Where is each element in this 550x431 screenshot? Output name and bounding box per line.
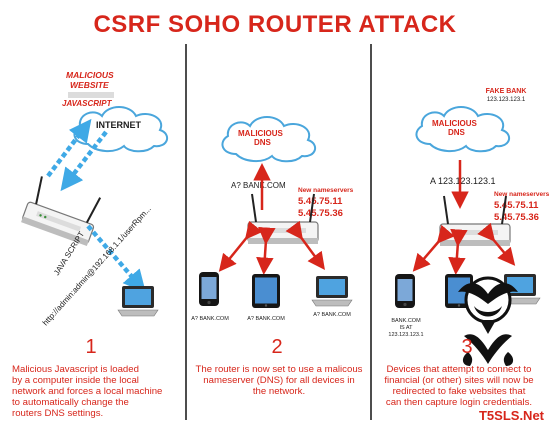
- fake-bank-label: FAKE BANK: [486, 88, 527, 95]
- fake-bank-ip: 123.123.123.1: [487, 97, 526, 103]
- dns-query-label: A? BANK.COM: [231, 181, 286, 190]
- nameserver-3-1: 5.45.75.11: [494, 200, 539, 211]
- nameserver-2-2: 5.45.75.36: [298, 208, 343, 219]
- blue-arrow-up-1: [46, 118, 92, 178]
- dns-answer-label: A 123.123.123.1: [430, 176, 496, 186]
- caption-line: financial (or other) sites will now be: [384, 375, 534, 386]
- caption-line: network and forces a local machine: [12, 386, 163, 397]
- website-bar: [68, 92, 114, 98]
- red-arrow-router-to-phone-3: [412, 224, 455, 272]
- page-title: CSRF SOHO ROUTER ATTACK: [93, 11, 456, 38]
- nameservers-heading-3: New nameservers: [494, 191, 550, 198]
- red-arrow-router-to-phone: [218, 220, 263, 272]
- smartphone-icon: [199, 272, 219, 306]
- caption-line: The router is now set to use a malicous: [195, 364, 363, 375]
- tribal-emblem-icon: [458, 276, 518, 366]
- panel-2-number: 2: [271, 336, 283, 358]
- watermark-text: T5SLS.Net: [478, 408, 544, 423]
- device-label-2-2: A? BANK.COM: [247, 316, 285, 322]
- caption-line: routers DNS settings.: [12, 408, 104, 419]
- caption-line: redirected to fake websites that: [392, 386, 526, 397]
- caption-line: Malicious Javascript is loaded: [12, 364, 139, 375]
- panel-3-number: 3: [461, 336, 473, 358]
- caption-line: can then capture login credentials.: [385, 397, 533, 408]
- router-icon: [20, 174, 105, 248]
- blue-arrow-router-to-laptop: [86, 224, 146, 293]
- nameserver-3-2: 5.45.75.36: [494, 212, 539, 223]
- red-arrow-router-to-laptop: [285, 220, 325, 271]
- caption-line: by a computer inside the local: [12, 375, 139, 386]
- device-label-2-1: A? BANK.COM: [191, 316, 229, 322]
- javascript-label: JAVASCRIPT: [62, 99, 113, 108]
- caption-line: the network.: [252, 386, 306, 397]
- caption-line: nameserver (DNS) for all devices in: [203, 375, 355, 386]
- nameserver-2-1: 5.45.75.11: [298, 196, 343, 207]
- blue-arrow-down-1: [60, 130, 108, 192]
- caption-line: to automatically change the: [12, 397, 129, 408]
- smartphone-icon: [395, 274, 415, 308]
- laptop-icon: [117, 285, 159, 317]
- red-arrow-router-to-tablet-3: [448, 228, 468, 275]
- panel-1-number: 1: [85, 336, 97, 358]
- nameservers-heading-2: New nameservers: [298, 187, 354, 194]
- laptop-icon: [311, 275, 353, 307]
- tablet-icon: [252, 274, 280, 308]
- red-arrow-router-to-tablet: [256, 226, 276, 275]
- caption-line: Devices that attempt to connect to: [386, 364, 532, 375]
- device-label-2-3: A? BANK.COM: [313, 312, 351, 318]
- red-arrow-router-to-laptop-3: [477, 222, 516, 266]
- internet-cloud-label: INTERNET: [96, 120, 142, 130]
